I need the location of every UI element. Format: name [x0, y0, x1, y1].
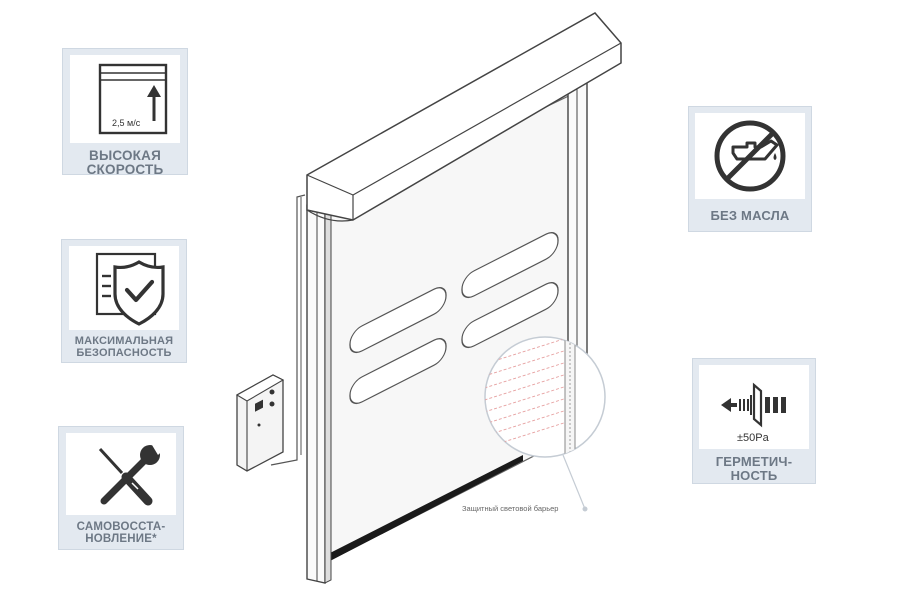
safety-caption: МАКСИМАЛЬНАЯ БЕЗОПАСНОСТЬ [74, 335, 174, 359]
feature-badge-sealing: ±50Pa ГЕРМЕТИЧ-НОСТЬ [692, 358, 816, 484]
high-speed-door-illustration [235, 12, 622, 584]
feature-badge-safety: МАКСИМАЛЬНАЯ БЕЗОПАСНОСТЬ [61, 239, 187, 363]
no-oil-icon [695, 113, 805, 199]
feature-badge-oil-free: БЕЗ МАСЛА [688, 106, 812, 232]
shield-check-icon [69, 246, 179, 330]
left-guide-rail [306, 200, 326, 584]
sealing-value-label: ±50Pa [737, 432, 770, 444]
speed-arrow-icon: 2,5 м/с [70, 55, 180, 143]
light-barrier-label: Защитный световой барьер [462, 504, 559, 513]
curtain-bottom-edge [330, 455, 523, 561]
feature-badge-speed: 2,5 м/с ВЫСОКАЯ СКОРОСТЬ [62, 48, 188, 178]
oil-free-caption: БЕЗ МАСЛА [710, 208, 790, 223]
self-repair-caption: САМОВОССТА-НОВЛЕНИЕ* [76, 521, 166, 546]
air-seal-icon: ±50Pa [699, 365, 809, 449]
speed-caption: ВЫСОКАЯ СКОРОСТЬ [86, 148, 164, 178]
curtain-windows [349, 232, 559, 405]
sealing-caption: ГЕРМЕТИЧ-НОСТЬ [715, 454, 793, 483]
speed-value-label: 2,5 м/с [112, 118, 141, 128]
wrench-screwdriver-icon [66, 433, 176, 515]
feature-badge-self-repair: САМОВОССТА-НОВЛЕНИЕ* [58, 426, 184, 550]
control-box [235, 374, 285, 472]
control-cable [270, 194, 306, 466]
